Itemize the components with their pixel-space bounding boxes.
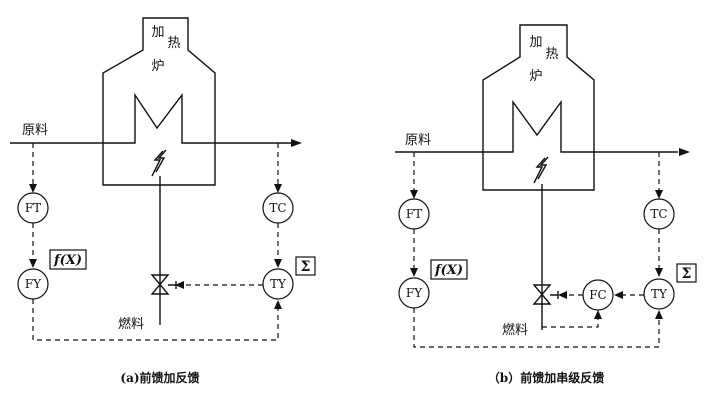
ty-to-valve-arrow-a [175,281,184,289]
fuel-to-fc-b [542,317,599,328]
sum-box-label-b: Σ [682,266,692,282]
ft-label-b: FT [406,207,422,221]
diagram-b: 加 热 炉 原料 燃料 FT FY f(X) TC TY [395,24,697,385]
fb-arrow-b-2 [655,268,663,277]
fy-label-a: FY [25,277,42,291]
furnace-label-a-2: 热 [167,36,180,51]
feed-pipe-b [395,99,678,153]
tc-label-a: TC [269,201,286,215]
valve-actuator-b [550,291,559,299]
fy-to-ty-arrow-a [274,300,282,309]
valve-actuator-a [168,281,177,289]
feed-label-b: 原料 [405,133,431,148]
control-valve-a [150,274,170,295]
tc-label-b: TC [650,207,667,221]
burner-flame-b [533,156,549,184]
ty-instrument-b [643,278,675,310]
ty-instrument-a [262,268,294,300]
fuel-to-fc-arrow-b [594,310,602,319]
fb-arrow-a-2 [274,259,282,268]
feed-arrow-a [291,139,302,147]
fuel-label-a: 燃料 [118,316,144,332]
caption-b: （b）前馈加串级反馈 [488,370,604,385]
furnace-label-b-2: 热 [545,47,558,62]
func-box-label-a: f(X) [53,253,82,268]
furnace-label-a-3: 炉 [151,59,164,74]
ft-label-a: FT [25,201,41,215]
sum-box-b [676,263,697,283]
fc-label-b: FC [589,288,607,302]
func-box-label-b: f(X) [434,263,463,278]
furnace-label-b-1: 加 [529,35,542,50]
control-valve-b [532,284,552,305]
ty-to-fc-arrow-b [614,291,623,299]
fb-arrow-a-1 [274,184,282,193]
fb-arrow-b-1 [655,190,663,199]
func-box-a [49,249,87,270]
ff-arrow-a-2 [29,259,37,268]
ty-label-a: TY [270,277,287,291]
caption-a: (a)前馈加反馈 [120,370,199,385]
sum-box-label-a: Σ [301,259,311,275]
ff-arrow-b-1 [410,190,418,199]
furnace-label-a-1: 加 [151,25,164,40]
fuel-label-b: 燃料 [502,322,528,338]
func-box-b [430,259,468,280]
diagram-a: 加 热 炉 原料 燃料 FT FY f(X) TC TY [10,17,316,385]
fy-to-ty-loop-a [32,299,279,341]
feed-pipe-a [10,92,293,144]
burner-flame-a [151,149,167,177]
fc-to-valve-arrow-b [558,291,567,299]
fy-to-ty-loop-b [413,308,660,348]
sum-box-a [295,256,316,276]
fy-label-b: FY [406,286,423,300]
furnace-label-b-3: 炉 [529,69,542,84]
furnace-a [102,17,216,186]
feed-label-a: 原料 [22,123,48,138]
furnace-b [482,24,595,191]
ff-arrow-b-2 [410,268,418,277]
ty-label-b: TY [651,287,668,301]
ff-arrow-a-1 [29,184,37,193]
feed-arrow-b [679,148,690,156]
fy-to-ty-arrow-b [655,310,663,319]
